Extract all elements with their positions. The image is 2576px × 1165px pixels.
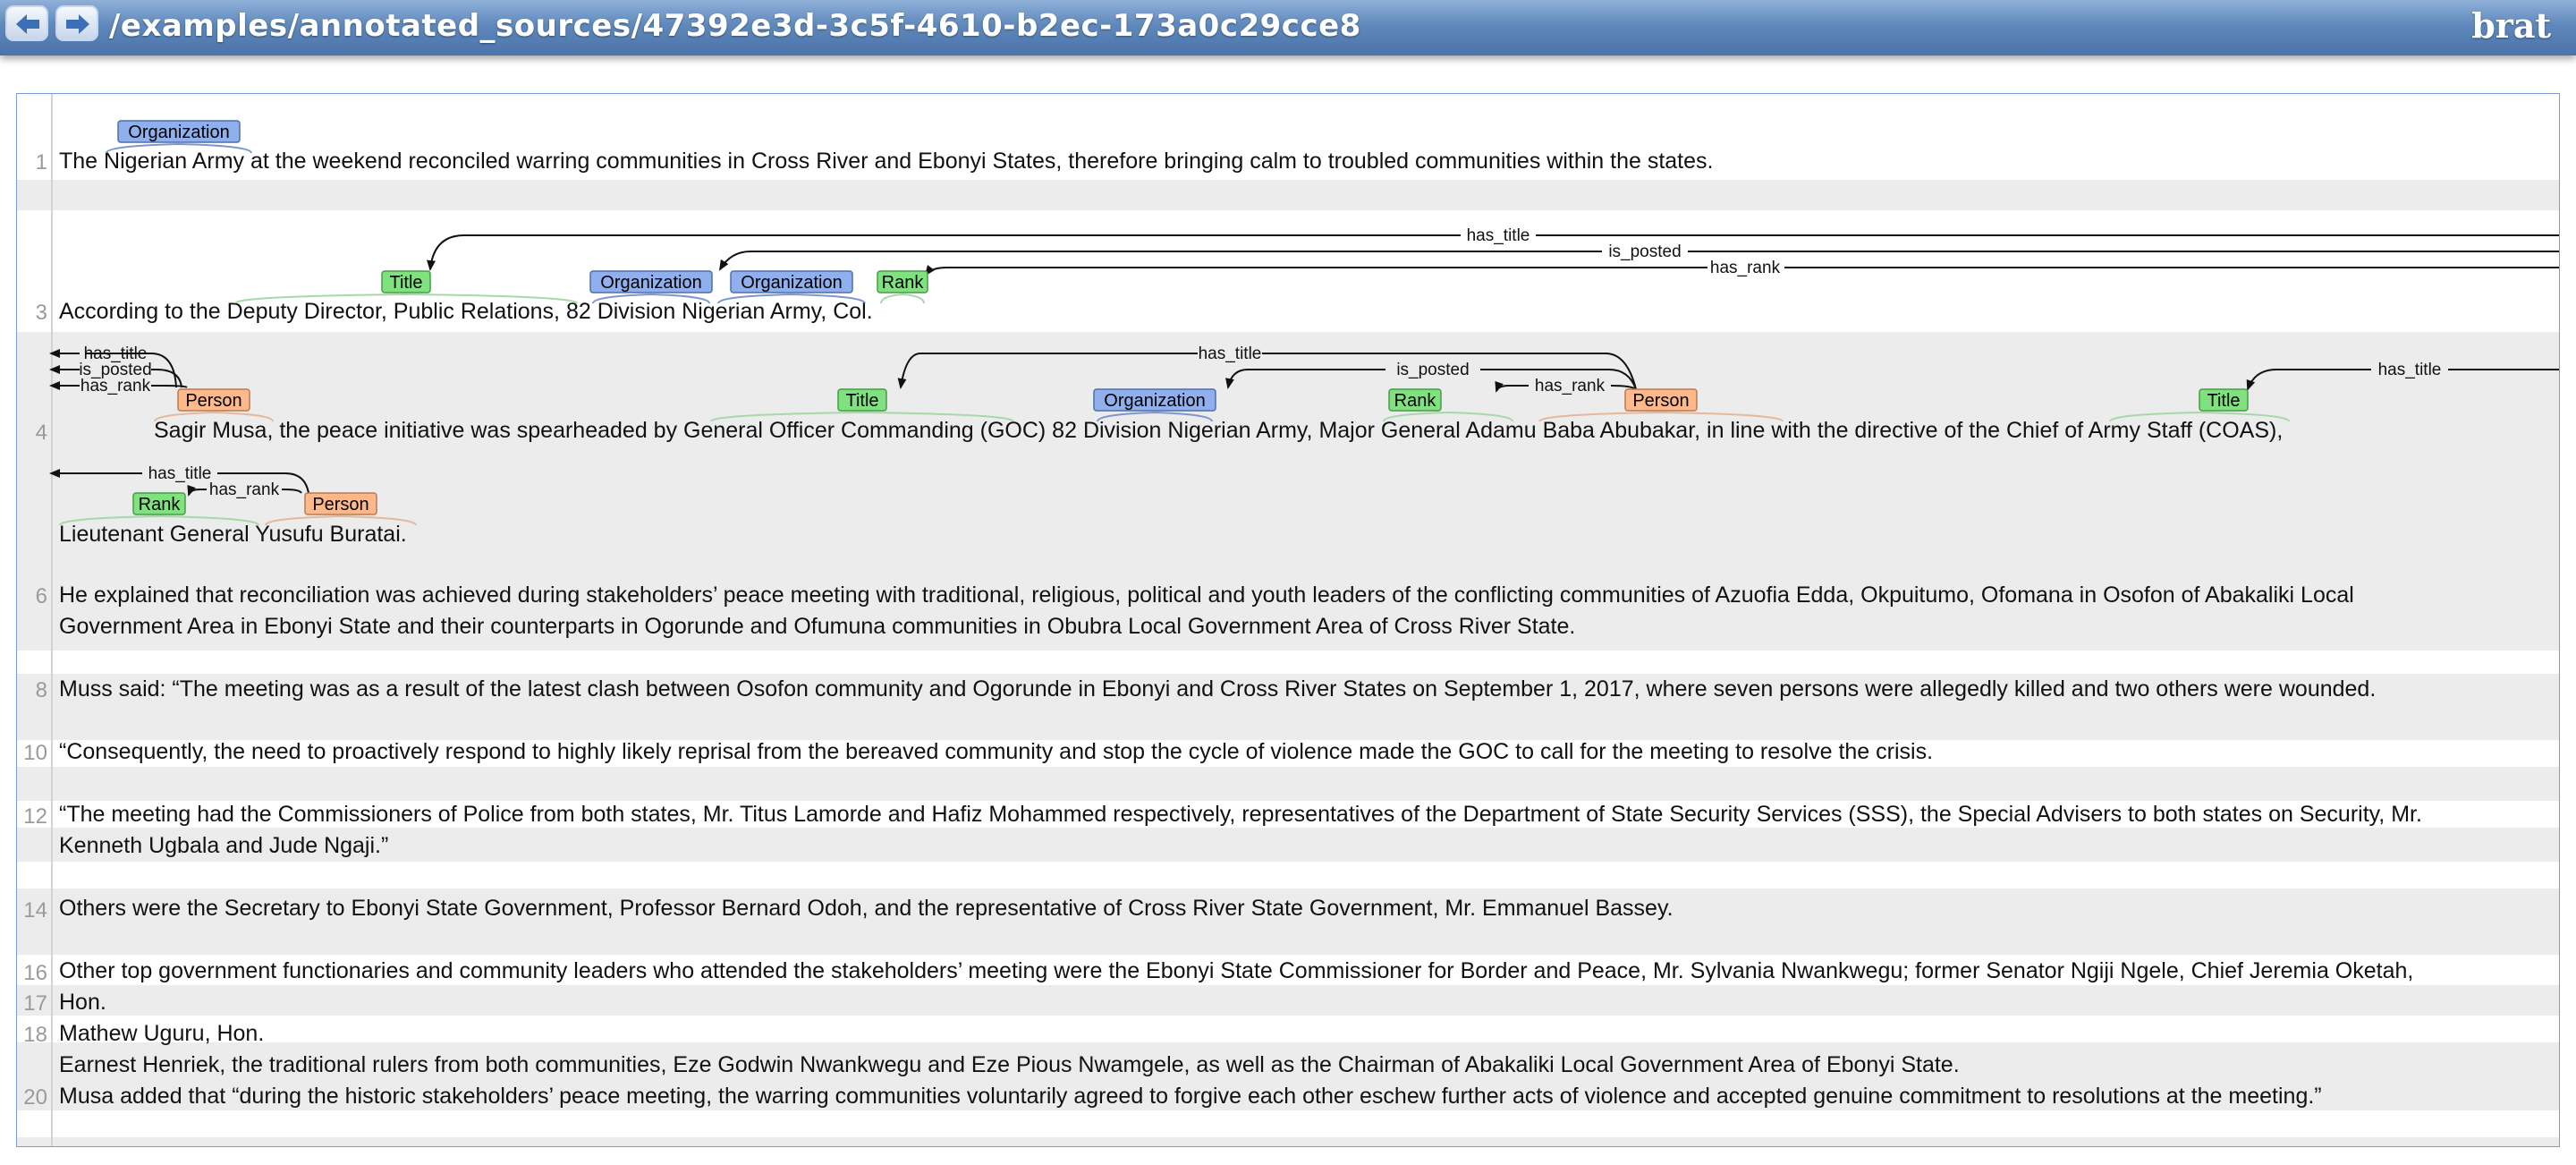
sentence-text[interactable]: Mathew Uguru, Hon. <box>59 1021 265 1046</box>
sentence-band <box>17 674 2559 740</box>
relation-label: is_posted <box>79 361 151 379</box>
relation-arc[interactable]: has_rank <box>924 259 2560 277</box>
entity-title[interactable]: Title <box>710 388 1014 422</box>
entity-type-label: Person <box>312 495 369 514</box>
line-number: 10 <box>23 741 47 765</box>
sentence-text[interactable]: “Consequently, the need to proactively r… <box>59 739 1934 764</box>
relation-label: has_rank <box>80 377 151 395</box>
sentence-band <box>17 1137 2559 1146</box>
relation-label: has_title <box>148 464 212 483</box>
entity-person[interactable]: Person <box>265 492 417 526</box>
entity-organization[interactable]: Organization <box>1093 388 1216 422</box>
brat-logo: brat <box>2471 5 2551 46</box>
sentence-band <box>17 1042 2559 1110</box>
back-button[interactable] <box>5 5 48 41</box>
sentence-text[interactable]: Government Area in Ebonyi State and thei… <box>59 614 1576 639</box>
line-number: 6 <box>35 584 47 608</box>
relation-arc[interactable]: has_title <box>49 344 177 388</box>
line-number: 20 <box>23 1085 47 1110</box>
entity-organization[interactable]: Organization <box>106 120 252 154</box>
entity-type-label: Organization <box>128 123 229 142</box>
sentence-text[interactable]: Hon. <box>59 990 106 1015</box>
relation-label: has_title <box>84 344 148 363</box>
line-number: 3 <box>35 301 47 325</box>
entity-rank[interactable]: Rank <box>59 492 259 526</box>
sentence-text[interactable]: He explained that reconciliation was ach… <box>59 582 2354 608</box>
entity-person[interactable]: Person <box>154 388 274 422</box>
relation-label: has_title <box>2378 361 2442 379</box>
sentence-band <box>17 332 2559 651</box>
sentence-band <box>17 767 2559 801</box>
entity-type-label: Person <box>1632 391 1689 411</box>
entity-type-label: Organization <box>1104 391 1205 411</box>
sentence-band <box>17 985 2559 1016</box>
line-number: 8 <box>35 678 47 702</box>
relation-arc[interactable]: is_posted <box>49 361 182 388</box>
relation-arc[interactable]: is_posted <box>718 242 2560 271</box>
entity-type-label: Organization <box>600 273 701 293</box>
relation-arc[interactable]: has_title <box>427 226 2560 271</box>
sentence-text[interactable]: Other top government functionaries and c… <box>59 958 2414 983</box>
annotation-layer: Organization has_title is_posted has_ran… <box>49 120 2560 526</box>
relation-arc[interactable]: has_rank <box>49 377 188 395</box>
entity-title[interactable]: Title <box>2109 388 2290 422</box>
relation-label: has_rank <box>1535 377 1606 395</box>
entity-rank[interactable]: Rank <box>877 270 928 304</box>
line-number: 17 <box>23 991 47 1016</box>
entity-type-label: Title <box>2207 391 2240 411</box>
entity-type-label: Title <box>845 391 878 411</box>
entity-type-label: Organization <box>741 273 842 293</box>
sentence-text[interactable]: The Nigerian Army at the weekend reconci… <box>59 149 1714 174</box>
entity-type-label: Person <box>185 391 242 411</box>
sentence-band <box>17 180 2559 210</box>
relation-label: is_posted <box>1608 242 1681 261</box>
relation-arc[interactable]: has_rank <box>187 480 302 499</box>
document-toolbar: /examples/annotated_sources/47392e3d-3c5… <box>0 0 2576 55</box>
relation-arc[interactable]: is_posted <box>1225 361 1637 390</box>
sentence-text[interactable]: Earnest Henriek, the traditional rulers … <box>59 1052 1960 1077</box>
sentence-band <box>17 889 2559 955</box>
entity-title[interactable]: Title <box>234 270 578 304</box>
sentence-text[interactable]: Musa added that “during the historic sta… <box>59 1084 2322 1109</box>
entity-person[interactable]: Person <box>1538 388 1784 422</box>
sentence-band <box>17 828 2559 862</box>
line-number: 18 <box>23 1023 47 1047</box>
entity-rank[interactable]: Rank <box>1383 388 1513 422</box>
entity-organization[interactable]: Organization <box>717 270 866 304</box>
sentence-text[interactable]: “The meeting had the Commissioners of Po… <box>59 802 2422 827</box>
document-path: /examples/annotated_sources/47392e3d-3c5… <box>109 8 1361 44</box>
line-number-gutter <box>51 94 53 1146</box>
sentence-text[interactable]: Kenneth Ugbala and Jude Ngaji.” <box>59 833 389 858</box>
line-number: 1 <box>35 150 47 174</box>
entity-type-label: Title <box>389 273 422 293</box>
sentence-text[interactable]: Muss said: “The meeting was as a result … <box>59 676 2377 702</box>
entity-organization[interactable]: Organization <box>589 270 713 304</box>
entity-type-label: Rank <box>1394 391 1437 411</box>
relation-label: has_title <box>1199 344 1262 363</box>
sentence-text[interactable]: Sagir Musa, the peace initiative was spe… <box>154 418 2284 443</box>
relation-label: is_posted <box>1396 361 1469 379</box>
line-number: 16 <box>23 961 47 985</box>
entity-type-label: Rank <box>139 495 182 514</box>
relation-arc[interactable]: has_title <box>49 464 309 494</box>
arrow-right-icon <box>66 14 89 34</box>
sentence-text[interactable]: According to the Deputy Director, Public… <box>59 299 873 324</box>
sentence-text[interactable]: Lieutenant General Yusufu Buratai. <box>59 522 407 547</box>
relation-label: has_rank <box>209 480 280 499</box>
arrow-left-icon <box>16 14 39 34</box>
line-number: 12 <box>23 804 47 829</box>
forward-button[interactable] <box>55 5 98 41</box>
relation-label: has_rank <box>1710 259 1781 277</box>
line-number: 14 <box>23 898 47 923</box>
sentence-text[interactable]: Others were the Secretary to Ebonyi Stat… <box>59 896 1674 921</box>
relation-arc[interactable]: has_rank <box>1495 377 1637 395</box>
relation-arc[interactable]: has_title <box>2246 361 2560 391</box>
entity-type-label: Rank <box>882 273 925 293</box>
relation-arc[interactable]: has_title <box>897 344 1637 390</box>
relation-label: has_title <box>1467 226 1530 245</box>
line-number: 4 <box>35 421 47 445</box>
annotation-viewer: 1 3 4 6 8 10 12 14 16 17 18 20 The Niger… <box>16 93 2560 1147</box>
